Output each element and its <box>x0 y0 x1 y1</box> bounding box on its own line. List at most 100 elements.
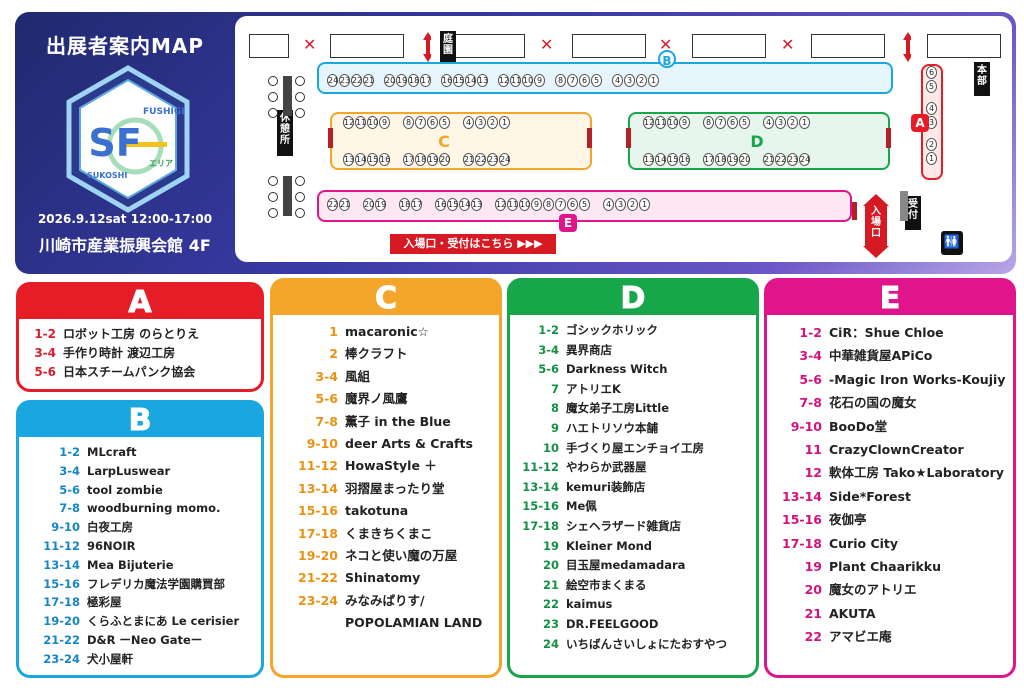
booth-number: 1-2 <box>34 327 56 341</box>
list-card-c-letter: C <box>374 280 398 316</box>
wall-segment <box>572 34 646 58</box>
exhibitor-name: 犬小屋軒 <box>87 651 133 666</box>
rest-area-label: 休憩所 <box>277 110 293 156</box>
exhibitor-name: Shinatomy <box>345 570 421 586</box>
zone-d-letter: D <box>750 132 764 151</box>
booth-number: 9-10 <box>790 418 822 434</box>
booth-number: 1 <box>329 324 338 339</box>
exhibitor-name: 極彩屋 <box>87 595 122 610</box>
brand-panel: 出展者案内MAP SF FUSHIGI SUKOSHI エリア 2026.9.1… <box>15 12 235 274</box>
wall-segment <box>927 34 1001 58</box>
exhibitor-name: 白夜工房 <box>87 520 133 535</box>
booth-number: 22 <box>804 629 822 645</box>
exhibitor-name: D&R ーNeo Gateー <box>87 632 203 647</box>
booth-marker: 19 <box>375 198 387 211</box>
booth-number: 7 <box>550 381 559 396</box>
booth-marker: 23 <box>787 153 799 166</box>
booth-marker: 11 <box>507 198 519 211</box>
booth-marker: 21 <box>339 198 351 211</box>
booth-marker: 15 <box>447 198 459 211</box>
booth-number <box>281 612 345 634</box>
exhibitor-name: Kleiner Mond <box>566 538 653 553</box>
list-card-a-letter: A <box>128 284 152 320</box>
booth-marker: 4 <box>763 116 774 129</box>
booth-marker: 12 <box>498 74 510 87</box>
exhibitor-name: 手作り時計 渡辺工房 <box>63 346 176 360</box>
booth-number: 23-24 <box>298 592 338 608</box>
booth-number: 7-8 <box>59 501 80 516</box>
exhibitor-name: kemuri装飾店 <box>566 479 646 494</box>
booth-marker: 22 <box>327 198 339 211</box>
zone-c-wall <box>587 128 592 148</box>
no-entry-mark: ✕ <box>781 35 795 54</box>
booth-marker: 18 <box>408 74 420 87</box>
exhibitor-name: macaronic☆ <box>345 324 429 339</box>
booth-number: 10 <box>542 440 559 455</box>
booth-number: 15-16 <box>43 576 80 591</box>
booth-number: 13-14 <box>298 480 338 496</box>
booth-marker: 16 <box>441 74 453 87</box>
booth-number: 20 <box>804 582 822 598</box>
booth-marker: 24 <box>327 74 339 87</box>
booth-marker: 5 <box>439 116 450 129</box>
exhibitor-name: シェヘラザード雑貨店 <box>566 518 681 533</box>
booth-number: 21 <box>804 605 822 621</box>
booth-number: 11-12 <box>298 458 338 474</box>
wall-segment <box>692 34 766 58</box>
booth-marker: 1 <box>499 116 510 129</box>
booth-marker: 2 <box>926 138 937 151</box>
booth-number: 3-4 <box>315 368 338 384</box>
no-entry-mark: ✕ <box>659 35 673 54</box>
booth-marker: 13 <box>343 153 355 166</box>
booth-marker: 11 <box>655 116 667 129</box>
list-card-b-letter: B <box>128 402 152 438</box>
booth-marker: 7 <box>415 116 426 129</box>
booth-number: 21-22 <box>298 570 338 586</box>
hexagon-logo-icon: SF FUSHIGI SUKOSHI エリア <box>66 65 190 213</box>
booth-marker: 4 <box>463 116 474 129</box>
exhibitor-name: DR.FEELGOOD <box>566 616 659 631</box>
booth-number: 17-18 <box>43 595 80 610</box>
booth-number: 19-20 <box>298 547 338 563</box>
rest-chairs <box>295 176 305 224</box>
list-card-d-letter: D <box>620 280 646 316</box>
rest-table <box>283 76 292 116</box>
garden-label: 庭園 <box>440 31 456 65</box>
zone-d-wall <box>886 128 891 148</box>
event-venue: 川崎市産業振興会館 4F <box>39 236 211 255</box>
exhibitor-name: アマビエ庵 <box>829 629 892 645</box>
booth-marker: 5 <box>739 116 750 129</box>
booth-number: 15-16 <box>298 503 338 519</box>
booth-number: 17-18 <box>782 535 822 551</box>
booth-marker: 7 <box>555 198 566 211</box>
booth-marker: 5 <box>591 74 602 87</box>
booth-number: 8 <box>550 401 559 416</box>
zone-c-letter: C <box>438 132 450 151</box>
booth-marker: 23 <box>339 74 351 87</box>
exhibitor-name: kaimus <box>566 597 613 612</box>
exhibitor-name: MLcraft <box>87 445 137 459</box>
booth-marker: 15 <box>667 153 679 166</box>
